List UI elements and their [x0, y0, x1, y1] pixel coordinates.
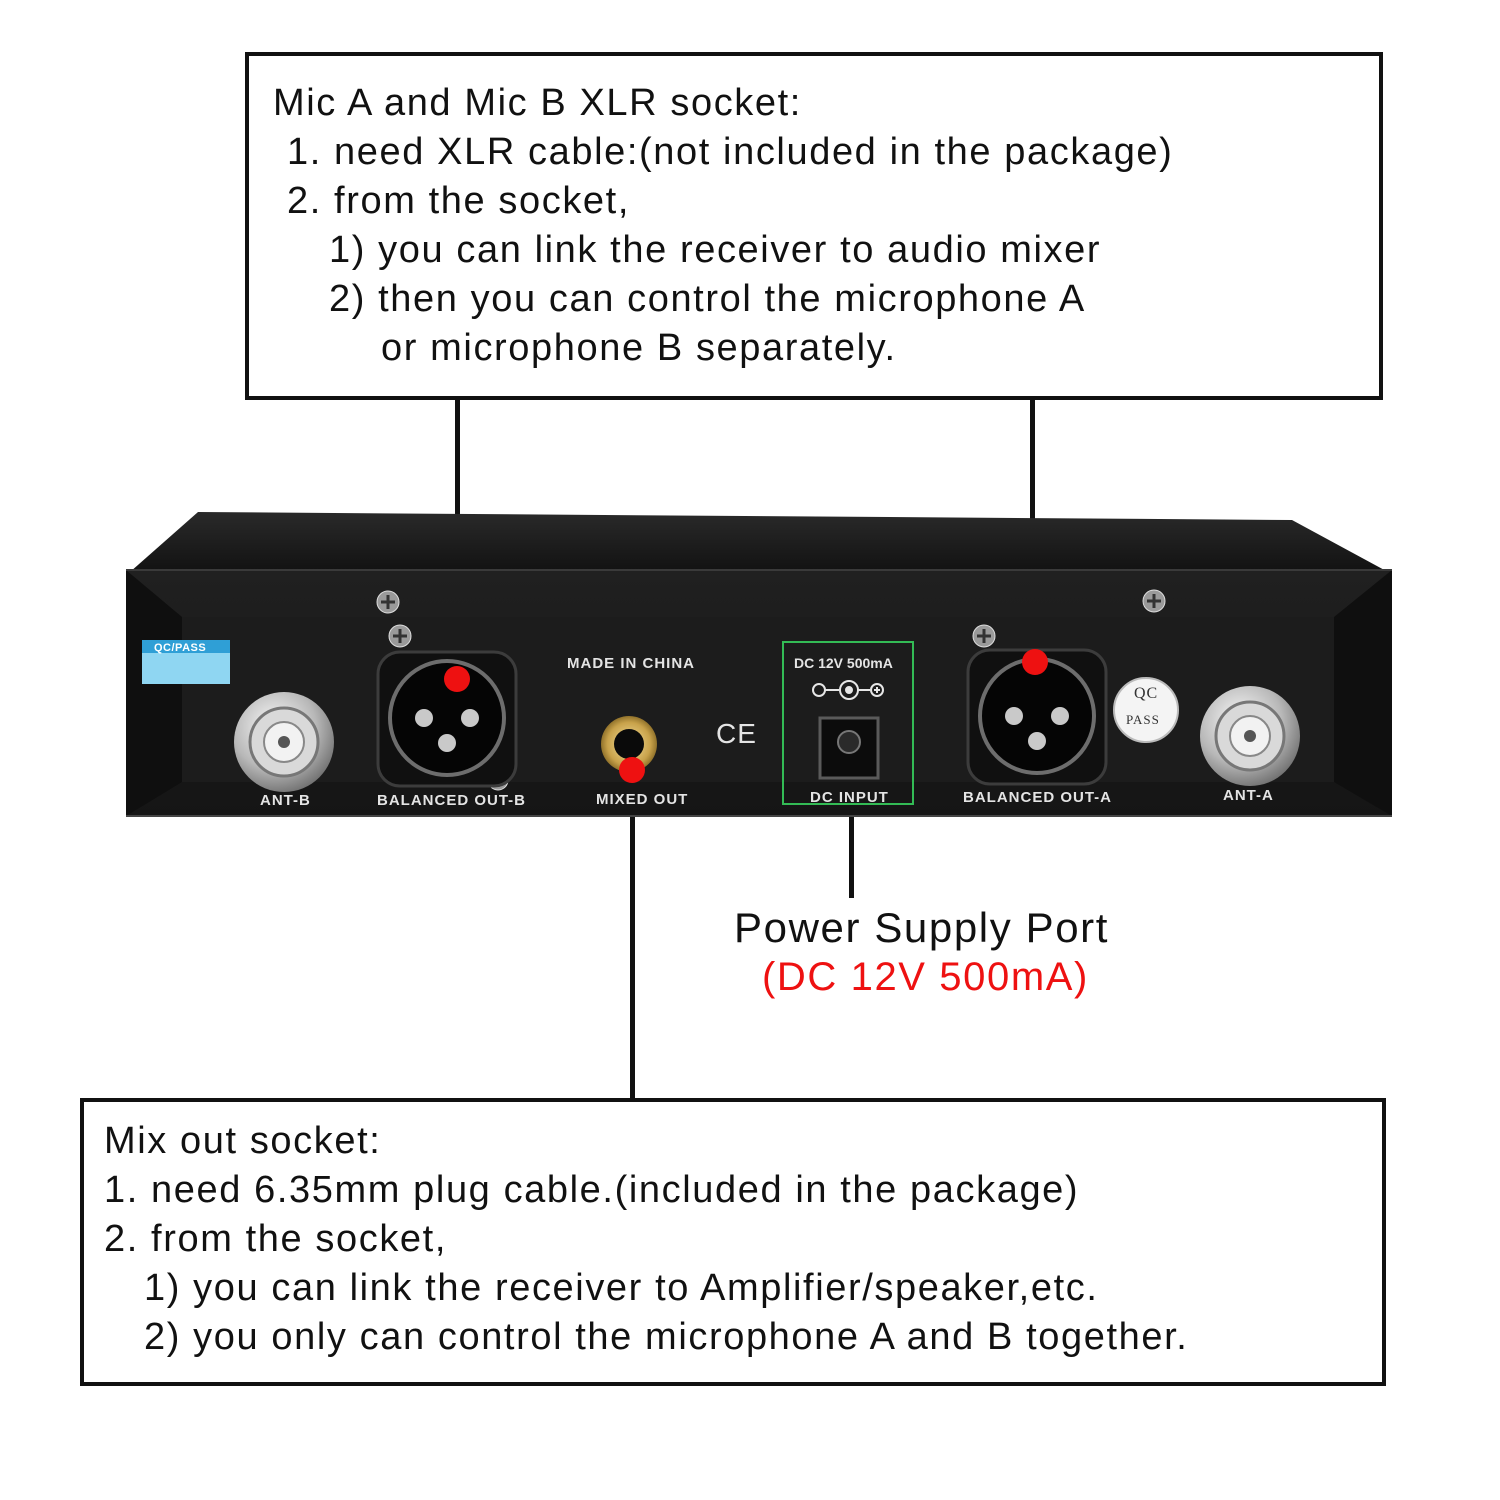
mix-out-sub-1: 1) you can link the receiver to Amplifie…	[144, 1267, 1099, 1309]
qc-pass-sticker: QC/PASS	[154, 642, 207, 654]
qc-seal-bottom-text: PASS	[1126, 712, 1160, 727]
ce-mark: CE	[716, 718, 757, 749]
mic-xlr-sub-2-continued: or microphone B separately.	[381, 327, 897, 369]
mix-out-item-2: 2. from the socket,	[104, 1218, 447, 1260]
power-supply-title: Power Supply Port	[734, 904, 1110, 951]
balanced-out-b-xlr-socket	[376, 650, 518, 788]
mixed-out-label: MIXED OUT	[596, 791, 689, 808]
receiver-rear-panel: QC/PASS MADE IN CHINA CE DC 12V 500mA QC…	[122, 512, 1396, 826]
balanced-out-a-xlr-socket	[966, 648, 1108, 786]
power-supply-spec: (DC 12V 500mA)	[762, 955, 1089, 999]
mic-xlr-callout-box: Mic A and Mic B XLR socket: 1. need XLR …	[245, 52, 1383, 400]
dc-input-label: DC INPUT	[810, 789, 889, 806]
mix-out-callout-box: Mix out socket: 1. need 6.35mm plug cabl…	[80, 1098, 1386, 1386]
mix-out-sub-2: 2) you only can control the microphone A…	[144, 1316, 1189, 1358]
ant-b-connector	[234, 692, 334, 792]
mic-xlr-heading: Mic A and Mic B XLR socket:	[273, 82, 802, 124]
ant-a-label: ANT-A	[1223, 787, 1274, 804]
receiver-body-drawing	[126, 512, 1392, 817]
balanced-out-a-label: BALANCED OUT-A	[963, 789, 1112, 806]
ant-b-label: ANT-B	[260, 792, 311, 809]
mix-out-heading: Mix out socket:	[104, 1120, 382, 1162]
mic-xlr-sub-1: 1) you can link the receiver to audio mi…	[329, 229, 1102, 271]
ant-a-connector	[1200, 686, 1300, 786]
marker-dot-mixed-out	[619, 757, 645, 783]
dc-input-jack	[818, 716, 880, 780]
leader-line-mixed-out	[630, 770, 635, 1100]
qc-seal-top-text: QC	[1134, 685, 1159, 702]
dc-polarity-symbol	[812, 680, 884, 700]
mixed-out-jack	[601, 716, 657, 772]
marker-dot-balanced-out-b	[444, 666, 470, 692]
mic-xlr-sub-2: 2) then you can control the microphone A	[329, 278, 1086, 320]
balanced-out-b-label: BALANCED OUT-B	[377, 792, 526, 809]
made-in-china-label: MADE IN CHINA	[567, 655, 695, 672]
mic-xlr-item-2: 2. from the socket,	[287, 180, 630, 222]
mic-xlr-item-1: 1. need XLR cable:(not included in the p…	[287, 131, 1174, 173]
mix-out-item-1: 1. need 6.35mm plug cable.(included in t…	[104, 1169, 1080, 1211]
dc-rating-label: DC 12V 500mA	[794, 655, 893, 671]
leader-line-dc-input	[849, 810, 854, 898]
marker-dot-balanced-out-a	[1022, 649, 1048, 675]
